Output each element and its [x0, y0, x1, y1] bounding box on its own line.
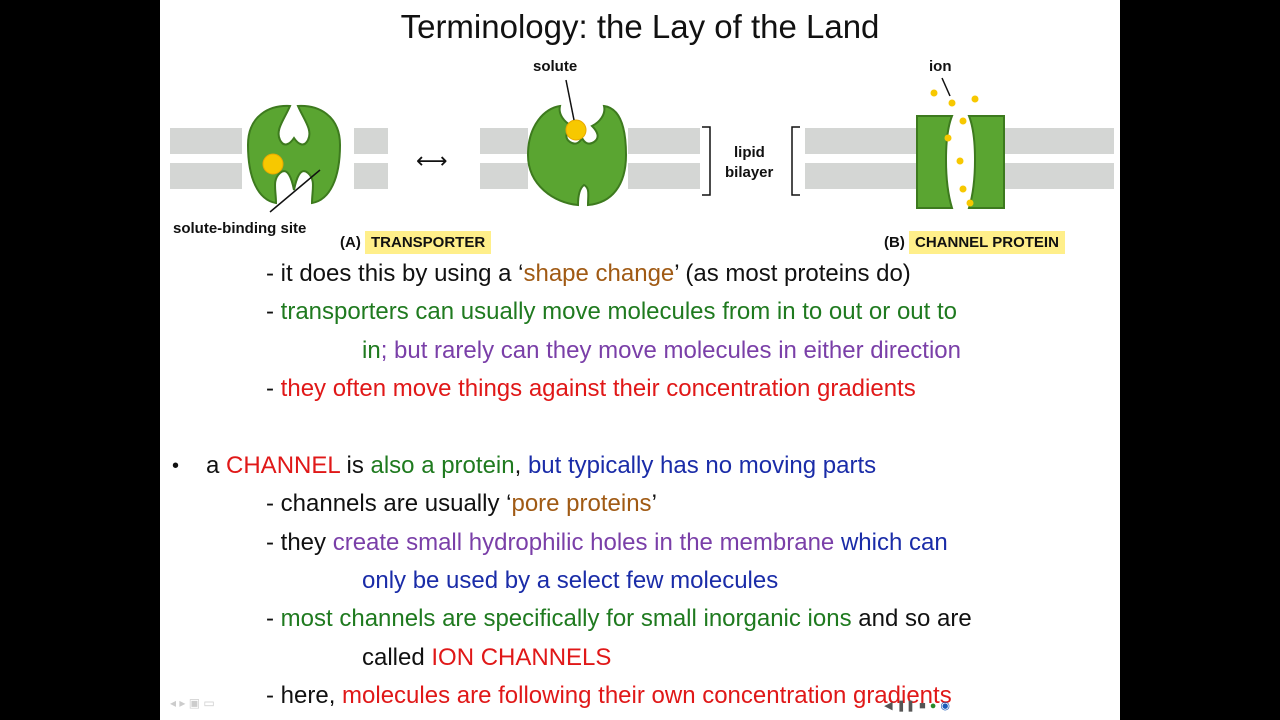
text-segment: also a protein	[370, 452, 515, 479]
solute-label: solute	[533, 58, 578, 75]
text-segment: but typically has no moving parts	[527, 452, 877, 479]
text-segment: pore proteins	[511, 490, 652, 517]
text-segment: is	[339, 452, 371, 479]
ion-pointer	[941, 77, 951, 97]
panel-b-name: CHANNEL PROTEIN	[909, 231, 1065, 254]
lipid-bilayer-label-line1: lipid	[734, 144, 765, 161]
text-segment: ; but rarely can they move molecules in …	[380, 337, 961, 364]
membrane-middle	[480, 128, 700, 189]
binding-site-pointer	[269, 169, 321, 213]
panel-a-label: (A) TRANSPORTER	[340, 231, 492, 254]
membrane-left	[170, 128, 388, 189]
bullet-dot: •	[172, 455, 180, 477]
player-settings-icon[interactable]: ◉	[940, 700, 950, 712]
text-line-6: - channels are usually ‘pore proteins’	[266, 490, 657, 518]
text-segment: a	[206, 452, 227, 479]
text-segment: and so are	[851, 605, 972, 632]
text-line-7: - they create small hydrophilic holes in…	[266, 529, 948, 557]
text-segment: ’ (as most proteins do)	[674, 260, 911, 287]
text-segment: ION CHANNELS	[431, 644, 612, 671]
text-segment: create small hydrophilic holes in the me…	[332, 529, 835, 556]
text-segment: - it does this by using a ‘	[266, 260, 524, 287]
ions	[930, 89, 979, 207]
text-segment: most channels are specifically for small…	[280, 605, 852, 632]
bilayer-bracket-right	[791, 126, 800, 196]
text-line-4: - they often move things against their c…	[266, 375, 916, 403]
text-line-2: - transporters can usually move molecule…	[266, 298, 957, 326]
text-line-5: a CHANNEL is also a protein, but typical…	[206, 452, 876, 480]
text-segment: - they	[266, 529, 333, 556]
player-pause-icon[interactable]: ❚❚	[896, 700, 916, 712]
text-segment: CHANNEL	[226, 452, 340, 479]
player-controls[interactable]: ◀ ❚❚ ■ ● ◉	[884, 699, 950, 713]
text-segment: which can	[834, 529, 948, 556]
membrane-right	[805, 128, 1114, 189]
slideshow-nav-controls[interactable]: ◂ ▸ ▣ ▭	[170, 696, 215, 710]
text-segment: in	[362, 337, 381, 364]
channel-protein	[916, 115, 1005, 209]
player-record-icon[interactable]: ●	[929, 699, 937, 712]
text-line-9: - most channels are specifically for sma…	[266, 605, 972, 633]
text-line-11: - here, molecules are following their ow…	[266, 682, 952, 710]
text-segment: - channels are usually ‘	[266, 490, 512, 517]
text-segment: - here,	[266, 682, 343, 709]
panel-a-letter: (A)	[340, 234, 361, 251]
text-line-1: - it does this by using a ‘shape change’…	[266, 260, 911, 288]
player-stop-icon[interactable]: ■	[919, 699, 926, 712]
slide-title: Terminology: the Lay of the Land	[400, 8, 880, 45]
text-segment: -	[266, 605, 281, 632]
text-segment: they often move things against their con…	[280, 375, 916, 402]
lipid-bilayer-label-line2: bilayer	[725, 164, 774, 181]
text-segment: transporters can usually move molecules …	[280, 298, 957, 325]
panel-b-label: (B) CHANNEL PROTEIN	[884, 231, 1065, 254]
slide: Terminology: the Lay of the Land ⟷	[160, 0, 1120, 720]
bilayer-bracket-left	[702, 126, 711, 196]
text-segment: called	[362, 644, 432, 671]
text-segment: ,	[514, 452, 528, 479]
text-segment: only be used by a select few molecules	[362, 567, 779, 594]
text-line-3: in; but rarely can they move molecules i…	[362, 337, 961, 365]
text-segment: -	[266, 298, 281, 325]
membrane-figure: ⟷	[170, 77, 1114, 213]
binding-site-label: solute-binding site	[173, 220, 307, 237]
ion-label: ion	[929, 58, 952, 75]
transporter-protein-state2	[526, 104, 628, 207]
text-line-10: called ION CHANNELS	[362, 644, 611, 672]
text-line-8: only be used by a select few molecules	[362, 567, 778, 595]
transporter-protein-state1	[246, 104, 342, 205]
text-segment: molecules are following their own concen…	[342, 682, 952, 709]
text-segment: -	[266, 375, 281, 402]
solute-pointer	[565, 79, 575, 121]
player-back-icon[interactable]: ◀	[884, 700, 893, 712]
text-segment: shape change	[523, 260, 675, 287]
panel-a-name: TRANSPORTER	[365, 231, 492, 254]
panel-b-letter: (B)	[884, 234, 905, 251]
text-segment: ’	[651, 490, 657, 517]
exchange-arrow: ⟷	[416, 149, 448, 174]
